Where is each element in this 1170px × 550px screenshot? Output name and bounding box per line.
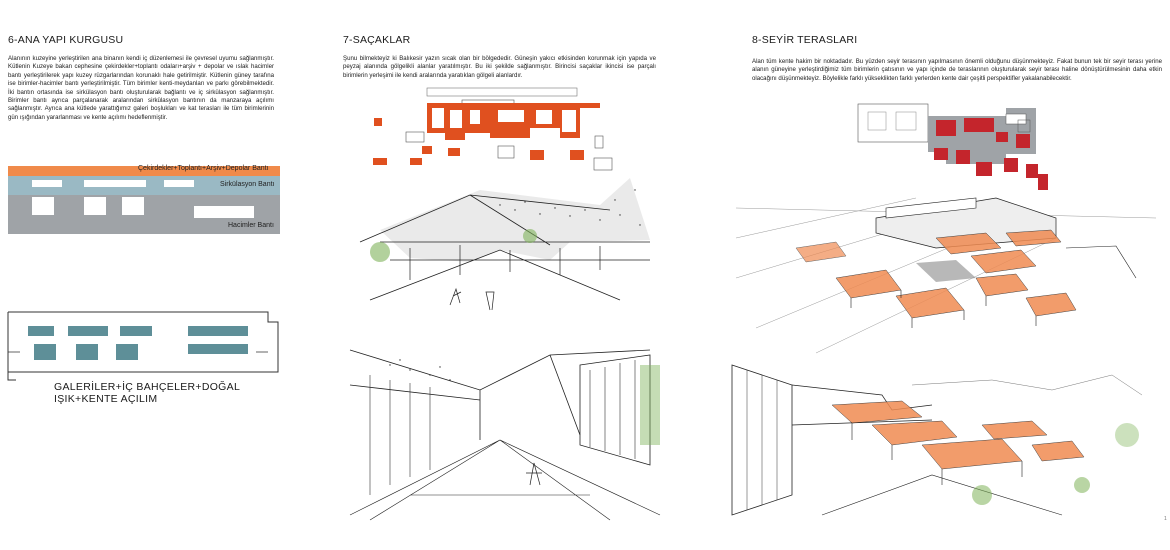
section-6-title: 6-ANA YAPI KURGUSU <box>8 34 124 46</box>
canopy-perspective-sketch <box>359 178 650 311</box>
terraces-perspective-sketch <box>731 364 1143 516</box>
section-7-title: 7-SAÇAKLAR <box>343 34 411 46</box>
core-band <box>8 166 280 176</box>
section-8-paragraph: Alan tüm kente hakim bir noktadadır. Bu … <box>752 58 1162 82</box>
section-6-paragraph: Alanının kuzeyine yerleştirilen ana bina… <box>8 55 274 121</box>
section-7-paragraph: Şunu bilmekteyiz ki Balıkesir yazın sıca… <box>343 55 656 79</box>
section-6-caption: GALERİLER+İÇ BAHÇELER+DOĞAL IŞIK+KENTE A… <box>54 381 240 405</box>
volumes-band-label: Hacimler Bantı <box>228 222 274 229</box>
shading-plan-diagram <box>373 87 613 171</box>
section-7-column: 7-SAÇAKLAR Şunu bilmekteyiz ki Balıkesir… <box>330 0 670 550</box>
section-8-column: 8-SEYİR TERASLARI Alan tüm kente hakim b… <box>728 0 1170 550</box>
core-band-label: Çekirdekler+Toplantı+Arşiv+Depolar Bantı <box>138 165 269 172</box>
street-perspective-sketch <box>349 349 661 521</box>
page-number: 1 <box>1164 516 1167 522</box>
circulation-band-label: Sirkülasyon Bantı <box>220 181 275 188</box>
section-diagram <box>7 311 279 381</box>
aerial-terraces-sketch <box>735 197 1157 354</box>
section-8-title: 8-SEYİR TERASLARI <box>752 34 858 46</box>
section-6-column: 6-ANA YAPI KURGUSU Alanının kuzeyine yer… <box>0 0 285 550</box>
terraces-plan-diagram <box>857 103 1048 190</box>
band-diagram <box>8 166 280 234</box>
